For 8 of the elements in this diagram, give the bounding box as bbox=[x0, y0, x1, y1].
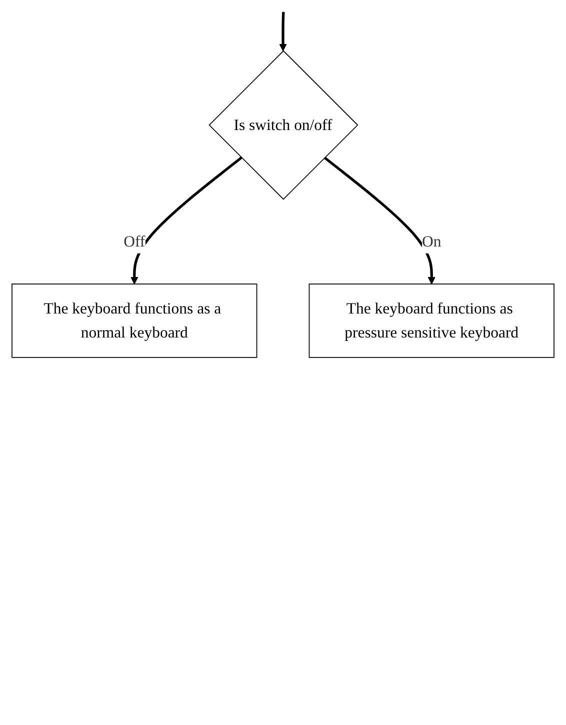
arrow bbox=[324, 156, 436, 284]
arrow bbox=[279, 12, 287, 52]
node-box: The keyboard functions as pressure sensitive keyboard bbox=[308, 284, 554, 358]
edge-label: Off bbox=[124, 232, 146, 250]
edge-label: On bbox=[422, 232, 442, 250]
arrow bbox=[130, 156, 242, 284]
node-box: The keyboard functions as a normal keyboard bbox=[12, 284, 258, 358]
node-diamond: Is switch on/off bbox=[208, 50, 358, 200]
